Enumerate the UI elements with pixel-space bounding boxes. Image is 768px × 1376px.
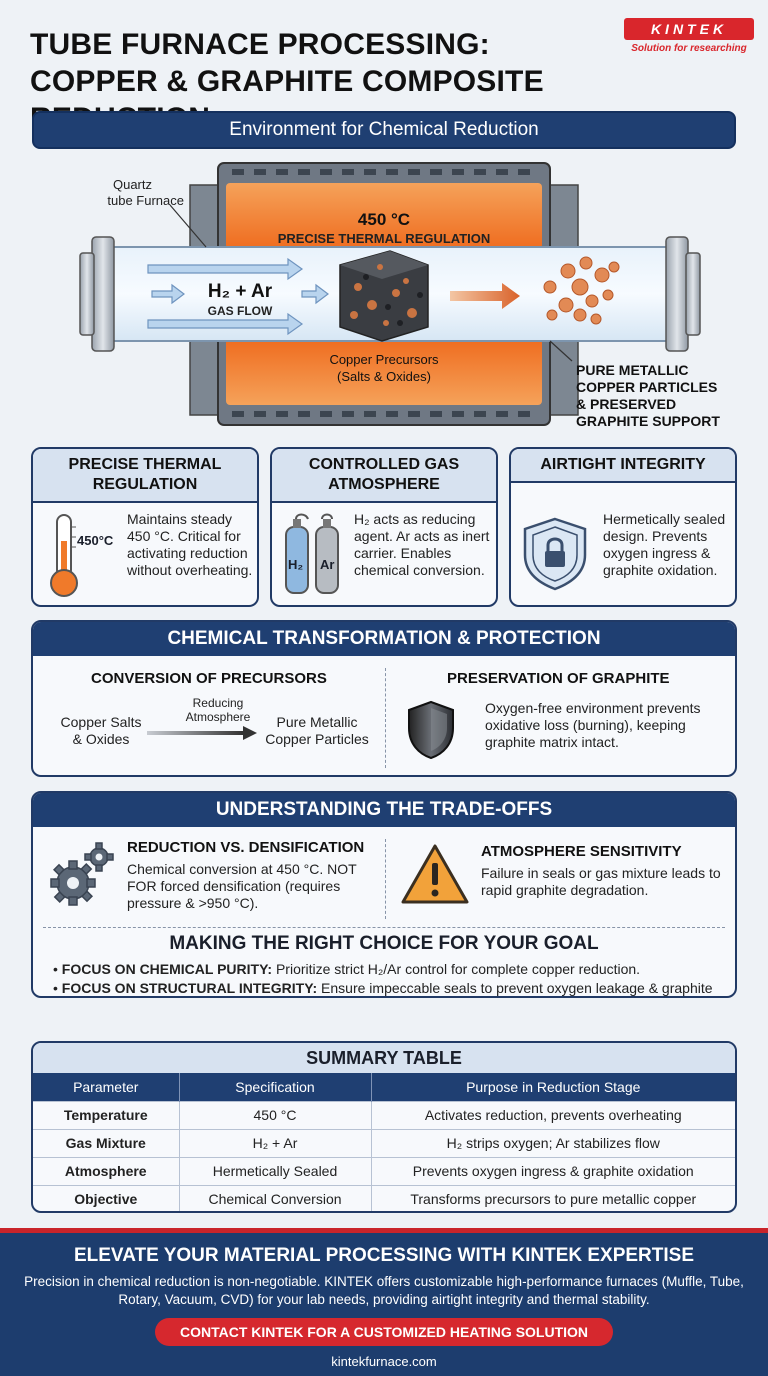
warning-icon: [401, 844, 469, 904]
airtight-card-text: Hermetically sealed design. Prevents oxy…: [603, 511, 726, 578]
gears-icon: [50, 842, 114, 906]
cell-specification: Hermetically Sealed: [179, 1156, 372, 1185]
precursors-label-1: Copper Precursors: [329, 352, 439, 367]
conversion-from-2: & Oxides: [72, 731, 130, 747]
thermometer-icon: [50, 514, 78, 597]
bullet-2-text: Ensure impeccable seals to prevent oxyge…: [321, 980, 713, 996]
furnace-regulation: PRECISE THERMAL REGULATION: [278, 231, 491, 246]
summary-title: SUMMARY TABLE: [33, 1043, 735, 1073]
cell-parameter: Atmosphere: [33, 1156, 180, 1185]
conversion-from-1: Copper Salts: [60, 714, 142, 730]
gas-card-title: CONTROLLED GAS ATMOSPHERE: [272, 449, 496, 503]
conversion-to-1: Pure Metallic: [276, 714, 358, 730]
product-label-3: & PRESERVED: [576, 396, 676, 412]
precursors-label-2: (Salts & Oxides): [337, 369, 431, 384]
cell-parameter: Objective: [33, 1184, 180, 1211]
cell-purpose: Activates reduction, prevents overheatin…: [371, 1100, 735, 1129]
gas-cylinders-icon: [285, 513, 339, 594]
conversion-from: Copper Salts & Oxides: [51, 714, 151, 748]
kintek-logo[interactable]: KINTEK Solution for researching: [624, 18, 754, 54]
densification-title: REDUCTION VS. DENSIFICATION: [127, 839, 365, 856]
bullet-2-bold: FOCUS ON STRUCTURAL INTEGRITY:: [61, 980, 318, 996]
airtight-card-title: AIRTIGHT INTEGRITY: [511, 449, 735, 483]
gas-flow-label: GAS FLOW: [208, 304, 273, 318]
website-link[interactable]: kintekfurnace.com: [331, 1354, 437, 1369]
transformation-title: CHEMICAL TRANSFORMATION & PROTECTION: [33, 622, 735, 656]
graphite-title: PRESERVATION OF GRAPHITE: [447, 670, 670, 687]
table-row: Atmosphere Hermetically Sealed Prevents …: [33, 1156, 735, 1185]
environment-bar: Environment for Chemical Reduction: [32, 111, 736, 149]
header-specification: Specification: [179, 1073, 372, 1101]
contact-kintek-button[interactable]: CONTACT KINTEK FOR A CUSTOMIZED HEATING …: [155, 1318, 613, 1346]
logo-wordmark: KINTEK: [624, 18, 754, 40]
cell-parameter: Gas Mixture: [33, 1128, 180, 1157]
footer-banner: [0, 1228, 768, 1376]
choice-title: MAKING THE RIGHT CHOICE FOR YOUR GOAL: [169, 933, 599, 954]
gas-label: H₂ + Ar: [208, 281, 273, 302]
furnace-temp: 450 °C: [358, 210, 410, 229]
conversion-to-2: Copper Particles: [265, 731, 369, 747]
tradeoffs-title: UNDERSTANDING THE TRADE-OFFS: [33, 793, 735, 827]
cell-specification: H₂ + Ar: [179, 1128, 372, 1157]
shield-lock-icon: [523, 517, 587, 591]
conversion-arrow-icon: [147, 726, 257, 740]
choice-bullet-2: • FOCUS ON STRUCTURAL INTEGRITY: Ensure …: [53, 980, 723, 996]
cell-parameter: Temperature: [33, 1100, 180, 1129]
ar-cylinder-label: Ar: [320, 557, 335, 572]
table-row: Temperature 450 °C Activates reduction, …: [33, 1100, 735, 1129]
header-parameter: Parameter: [33, 1073, 180, 1101]
logo-tagline: Solution for researching: [631, 43, 747, 54]
gas-card: CONTROLLED GAS ATMOSPHERE H₂ Ar H₂ acts …: [270, 447, 498, 607]
airtight-card: AIRTIGHT INTEGRITY Hermetically sealed d…: [509, 447, 737, 607]
thermal-card: PRECISE THERMAL REGULATION 450°C Maintai…: [31, 447, 259, 607]
conversion-to: Pure Metallic Copper Particles: [257, 714, 377, 748]
thermal-card-text: Maintains steady 450 °C. Critical for ac…: [127, 511, 253, 578]
cell-specification: 450 °C: [179, 1100, 372, 1129]
gas-card-text: H₂ acts as reducing agent. Ar acts as in…: [354, 511, 490, 578]
graphite-text: Oxygen-free environment prevents oxidati…: [485, 700, 701, 750]
transformation-section: CHEMICAL TRANSFORMATION & PROTECTION CON…: [31, 620, 737, 777]
summary-table-box: SUMMARY TABLE Parameter Specification Pu…: [31, 1041, 737, 1213]
sensitivity-text: Failure in seals or gas mixture leads to…: [481, 865, 721, 898]
shield-icon: [408, 700, 454, 760]
summary-table: Parameter Specification Purpose in Reduc…: [33, 1073, 735, 1211]
cell-purpose: H₂ strips oxygen; Ar stabilizes flow: [371, 1128, 735, 1157]
densification-text: Chemical conversion at 450 °C. NOT FOR f…: [127, 861, 357, 911]
tube-furnace-diagram: Quartz tube Furnace 450 °C PRECISE THERM…: [79, 162, 720, 429]
quartz-label-2: tube Furnace: [107, 193, 184, 208]
product-label-2: COPPER PARTICLES: [576, 379, 717, 395]
cell-purpose: Transforms precursors to pure metallic c…: [371, 1184, 735, 1211]
cell-purpose: Prevents oxygen ingress & graphite oxida…: [371, 1156, 735, 1185]
choice-divider: [43, 927, 725, 928]
thermometer-label: 450°C: [77, 533, 114, 548]
bullet-1-text: Prioritize strict H₂/Ar control for comp…: [272, 961, 641, 977]
choice-bullet-1: • FOCUS ON CHEMICAL PURITY: Prioritize s…: [53, 961, 641, 977]
quartz-label-1: Quartz: [113, 177, 152, 192]
conversion-arrow-label: Reducing Atmosphere: [158, 696, 278, 724]
h2-cylinder-label: H₂: [288, 557, 304, 572]
arrow-label-2: Atmosphere: [185, 710, 251, 724]
table-row: Objective Chemical Conversion Transforms…: [33, 1184, 735, 1211]
conversion-title: CONVERSION OF PRECURSORS: [91, 670, 327, 687]
thermal-card-title: PRECISE THERMAL REGULATION: [33, 449, 257, 503]
product-label-1: PURE METALLIC: [576, 362, 689, 378]
arrow-label-1: Reducing: [192, 696, 244, 710]
footer-body: Precision in chemical reduction is non-n…: [24, 1274, 744, 1307]
footer-title: ELEVATE YOUR MATERIAL PROCESSING WITH KI…: [73, 1245, 695, 1266]
title-line-1: TUBE FURNACE PROCESSING:: [30, 28, 490, 61]
table-row: Gas Mixture H₂ + Ar H₂ strips oxygen; Ar…: [33, 1128, 735, 1157]
section-divider: [385, 668, 386, 768]
tradeoff-divider: [385, 839, 386, 919]
table-header-row: Parameter Specification Purpose in Reduc…: [33, 1073, 735, 1101]
product-label-4: GRAPHITE SUPPORT: [576, 413, 720, 429]
cell-specification: Chemical Conversion: [179, 1184, 372, 1211]
page-title: TUBE FURNACE PROCESSING: COPPER & GRAPHI…: [30, 26, 620, 137]
tradeoffs-section: UNDERSTANDING THE TRADE-OFFS REDUCTION V…: [31, 791, 737, 998]
header-purpose: Purpose in Reduction Stage: [371, 1073, 735, 1101]
sensitivity-title: ATMOSPHERE SENSITIVITY: [481, 843, 682, 860]
bullet-1-bold: FOCUS ON CHEMICAL PURITY:: [61, 961, 273, 977]
